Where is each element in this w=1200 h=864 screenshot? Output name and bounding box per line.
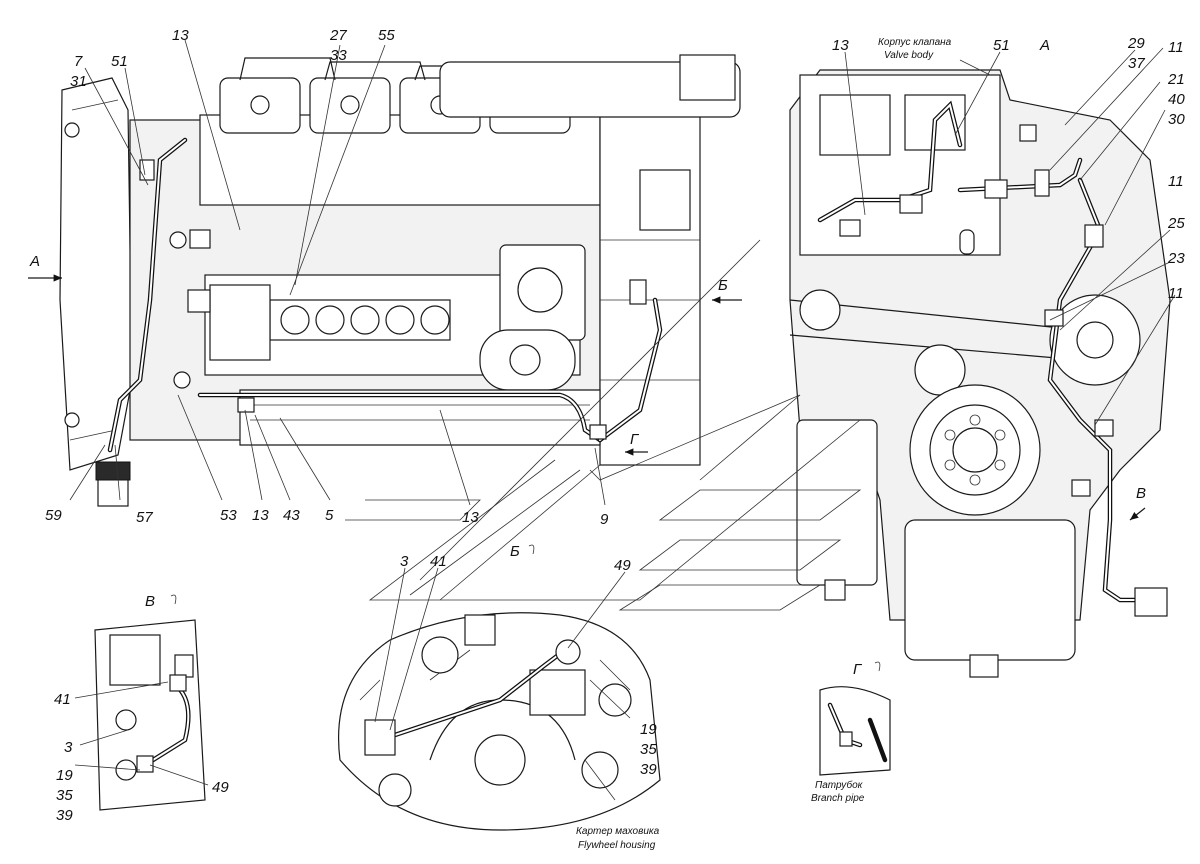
callout-39: 39 bbox=[640, 761, 657, 778]
callout-53: 53 bbox=[220, 507, 237, 524]
callout-30: 30 bbox=[1168, 111, 1185, 128]
callout-49: 49 bbox=[614, 557, 631, 574]
callout-55: 55 bbox=[378, 27, 395, 44]
callout-39-v: 39 bbox=[56, 807, 73, 824]
caption-flywheel-en: Flywheel housing bbox=[578, 840, 656, 851]
callout-57: 57 bbox=[136, 509, 153, 526]
callout-25: 25 bbox=[1167, 215, 1185, 232]
callout-13-right: 13 bbox=[832, 37, 849, 54]
engine-front-view bbox=[789, 69, 1171, 678]
callout-49-v: 49 bbox=[212, 779, 229, 796]
callout-31: 31 bbox=[70, 73, 87, 90]
callout-40: 40 bbox=[1168, 91, 1185, 108]
callout-11-b: 11 bbox=[1168, 173, 1184, 190]
callout-35: 35 bbox=[640, 741, 657, 758]
view-g-arrow: Г bbox=[630, 431, 640, 448]
callout-21: 21 bbox=[1167, 71, 1185, 88]
callout-19-v: 19 bbox=[56, 767, 73, 784]
caption-valve-en: Valve body bbox=[884, 50, 934, 61]
callout-43: 43 bbox=[283, 507, 300, 524]
callout-51-right: 51 bbox=[993, 37, 1010, 54]
caption-branch-ru: Патрубок bbox=[815, 779, 864, 791]
callout-3: 3 bbox=[400, 553, 409, 570]
caption-valve-ru: Корпус клапана bbox=[878, 37, 952, 48]
callout-27: 27 bbox=[329, 27, 347, 44]
caption-branch-en: Branch pipe bbox=[811, 793, 865, 804]
callout-41-v: 41 bbox=[54, 691, 71, 708]
callout-13: 13 bbox=[172, 27, 189, 44]
callout-41: 41 bbox=[430, 553, 447, 570]
callout-11-c: 11 bbox=[1168, 285, 1184, 302]
detail-view-v bbox=[94, 619, 206, 811]
callout-51: 51 bbox=[111, 53, 128, 70]
callout-35-v: 35 bbox=[56, 787, 73, 804]
callout-59: 59 bbox=[45, 507, 62, 524]
detail-view-g bbox=[819, 686, 891, 776]
view-v-title: В bbox=[145, 593, 155, 610]
callout-29: 29 bbox=[1127, 35, 1145, 52]
callout-23: 23 bbox=[1167, 250, 1185, 267]
callout-33: 33 bbox=[330, 47, 347, 64]
callout-13-mid: 13 bbox=[462, 509, 479, 526]
callout-37: 37 bbox=[1128, 55, 1145, 72]
detail-view-b bbox=[337, 612, 661, 831]
callout-3-v: 3 bbox=[64, 739, 73, 756]
callout-5: 5 bbox=[325, 507, 334, 524]
view-a-left: А bbox=[29, 253, 40, 270]
callout-9: 9 bbox=[600, 511, 609, 528]
callout-11: 11 bbox=[1168, 39, 1184, 56]
callout-13-lower: 13 bbox=[252, 507, 269, 524]
caption-flywheel-ru: Картер маховика bbox=[576, 826, 660, 837]
view-a-right: А bbox=[1039, 37, 1050, 54]
engine-side-view bbox=[59, 54, 741, 507]
view-letters: А А Б В Г Б В Г bbox=[29, 37, 1146, 678]
callout-labels: 7 31 51 13 27 33 55 59 57 53 13 43 5 13 … bbox=[45, 27, 1185, 824]
view-b-title: Б bbox=[510, 543, 520, 560]
captions: Корпус клапана Valve body Картер маховик… bbox=[576, 37, 952, 851]
view-v-arrow: В bbox=[1136, 485, 1146, 502]
view-g-title: Г bbox=[853, 661, 863, 678]
view-b-arrow: Б bbox=[718, 277, 728, 294]
callout-7: 7 bbox=[74, 53, 83, 70]
callout-19: 19 bbox=[640, 721, 657, 738]
injection-pump bbox=[204, 244, 586, 391]
view-arrows bbox=[28, 274, 1146, 672]
projection-lines bbox=[345, 239, 862, 611]
leader-lines bbox=[69, 39, 1176, 801]
